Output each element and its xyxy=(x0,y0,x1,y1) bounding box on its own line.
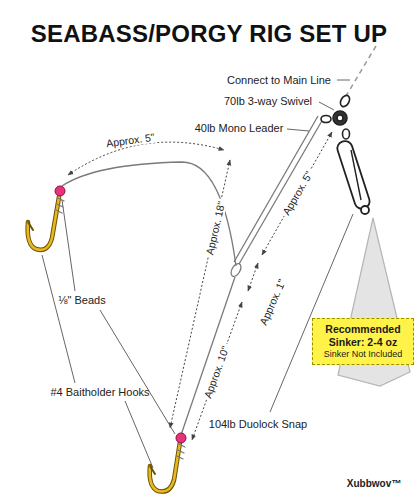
part-label: #4 Baitholder Hooks xyxy=(50,386,149,399)
note-box: Recommended Sinker: 2-4 ozSinker Not Inc… xyxy=(312,318,414,365)
brand-mark: Xubbwov™ xyxy=(347,478,401,490)
beads xyxy=(55,186,186,443)
leader-lines xyxy=(42,80,353,468)
duolock-snap xyxy=(336,139,372,214)
diagram-title: SEABASS/PORGY RIG SET UP xyxy=(31,20,387,48)
note-text: Recommended Sinker: 2-4 oz xyxy=(318,323,408,348)
dimension: Approx. 18" xyxy=(203,198,228,258)
part-label: 40lb Mono Leader xyxy=(195,122,284,135)
dimension: Approx. 1" xyxy=(256,275,288,328)
three-way-swivel xyxy=(321,94,351,139)
part-label: 104lb Duolock Snap xyxy=(209,418,307,431)
part-label: ⅛" Beads xyxy=(58,294,105,307)
dimension: Approx. 10" xyxy=(200,342,231,401)
part-label: 70lb 3-way Swivel xyxy=(224,95,312,108)
part-label: Connect to Main Line xyxy=(227,74,331,87)
note-text: Sinker Not Included xyxy=(318,349,408,360)
baitholder-hooks xyxy=(28,197,185,492)
main-line xyxy=(346,46,376,96)
